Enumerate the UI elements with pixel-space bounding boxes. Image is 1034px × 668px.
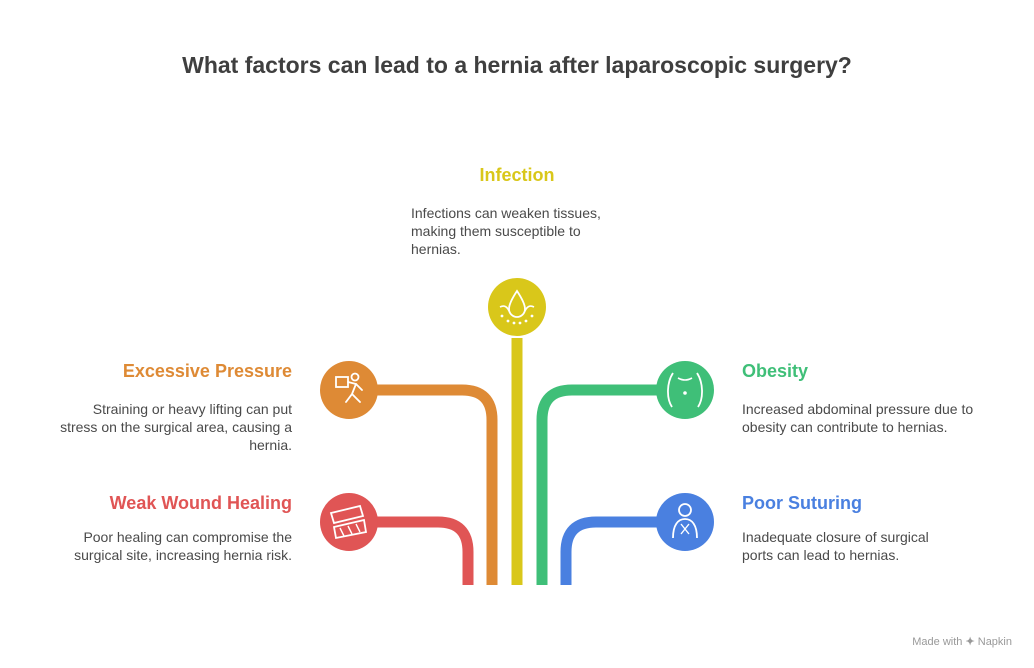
napkin-logo-icon: ✦	[965, 636, 975, 648]
connector-poor-suturing	[560, 516, 657, 585]
page-title: What factors can lead to a hernia after …	[182, 52, 852, 78]
connector-obesity	[536, 384, 657, 585]
excessive-pressure-description: Straining or heavy lifting can put stres…	[60, 401, 292, 453]
obesity-description: Increased abdominal pressure due to obes…	[742, 401, 974, 435]
connector-excessive-pressure	[377, 384, 498, 585]
infection-heading: Infection	[479, 165, 555, 185]
footer-prefix: Made with	[912, 636, 963, 648]
made-with-napkin-footer: Made with ✦ Napkin	[912, 635, 1012, 648]
abdomen-icon	[656, 361, 714, 419]
weak-wound-healing-heading: Weak Wound Healing	[109, 493, 292, 513]
lifting-box-icon	[320, 361, 378, 419]
obesity-heading: Obesity	[742, 361, 809, 381]
patient-icon	[656, 493, 714, 551]
excessive-pressure-heading: Excessive Pressure	[122, 361, 292, 381]
poor-suturing-heading: Poor Suturing	[742, 493, 862, 513]
infection-description: Infections can weaken tissues, making th…	[411, 205, 601, 257]
infection-skin-icon	[488, 278, 546, 336]
poor-suturing-description: Inadequate closure of surgical ports can…	[742, 529, 929, 563]
weak-wound-healing-description: Poor healing can compromise the surgical…	[74, 529, 292, 563]
footer-brand: Napkin	[977, 636, 1012, 648]
connector-weak-wound-healing	[377, 516, 474, 585]
bandage-icon	[320, 493, 378, 551]
